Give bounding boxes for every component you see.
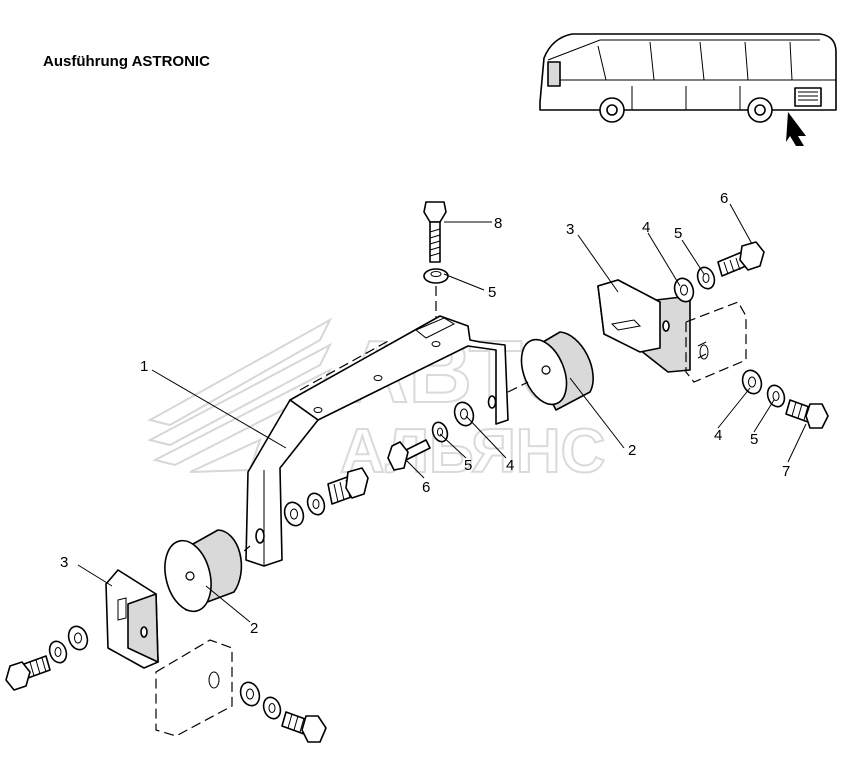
- callout-3-lower: 3: [60, 554, 68, 571]
- part-5-spring-washer-bottom: [262, 696, 282, 720]
- part-6-bolt-upper-right: [717, 241, 765, 277]
- watermark-text-alyans: АЛЬЯНС: [340, 417, 605, 486]
- callout-2-lower: 2: [250, 620, 258, 637]
- part-6-bolt-left: [327, 467, 369, 505]
- part-3-lower-plate: [105, 569, 159, 669]
- callout-4-right: 4: [714, 427, 722, 444]
- bus-locator-illustration: [539, 33, 837, 146]
- part-4-washer-center: [453, 401, 475, 427]
- part-5-spring-washer-lower-left: [48, 640, 68, 664]
- callout-5-center: 5: [464, 457, 472, 474]
- callout-5-top: 5: [488, 284, 496, 301]
- callout-6-upper: 6: [720, 190, 728, 207]
- part-5-upper-washer: [423, 268, 449, 284]
- part-1-bracket: [245, 315, 509, 567]
- frame-outline-lower: [155, 639, 233, 737]
- diagram-title: Ausführung ASTRONIC: [43, 53, 210, 70]
- callout-leaders: [77, 203, 807, 623]
- part-7-bolt-right: [785, 399, 829, 429]
- part-4-washer-bottom: [239, 681, 261, 707]
- location-arrow: [786, 112, 806, 146]
- part-2-lower-mount: [164, 529, 243, 613]
- callout-5-right: 5: [750, 431, 758, 448]
- part-5-spring-washer-left: [306, 492, 326, 516]
- callout-1: 1: [140, 358, 148, 375]
- callout-4-center: 4: [506, 457, 514, 474]
- part-4-washer-lower-left: [67, 625, 89, 651]
- frame-outline-upper: [685, 301, 747, 383]
- part-2-center-mount: [520, 331, 594, 411]
- callout-6-center: 6: [422, 479, 430, 496]
- callout-4-upper: 4: [642, 219, 650, 236]
- part-5-spring-washer-upper-right: [696, 266, 716, 290]
- part-7-bolt-lower-left: [5, 655, 51, 691]
- part-6-bolt-center: [387, 439, 431, 471]
- part-4-washer-left: [283, 501, 305, 527]
- part-3-upper-plate: [597, 279, 691, 373]
- callout-5-upper-right: 5: [674, 225, 682, 242]
- assembly-line: [299, 339, 391, 391]
- callout-7: 7: [782, 463, 790, 480]
- callout-3-upper: 3: [566, 221, 574, 238]
- part-5-spring-washer-right: [766, 384, 786, 408]
- part-8-bolt: [423, 201, 447, 263]
- part-7-bolt-bottom: [281, 711, 327, 743]
- callout-8: 8: [494, 215, 502, 232]
- callout-2-center: 2: [628, 442, 636, 459]
- assembly-line: [507, 381, 529, 393]
- part-4-washer-right: [741, 369, 763, 395]
